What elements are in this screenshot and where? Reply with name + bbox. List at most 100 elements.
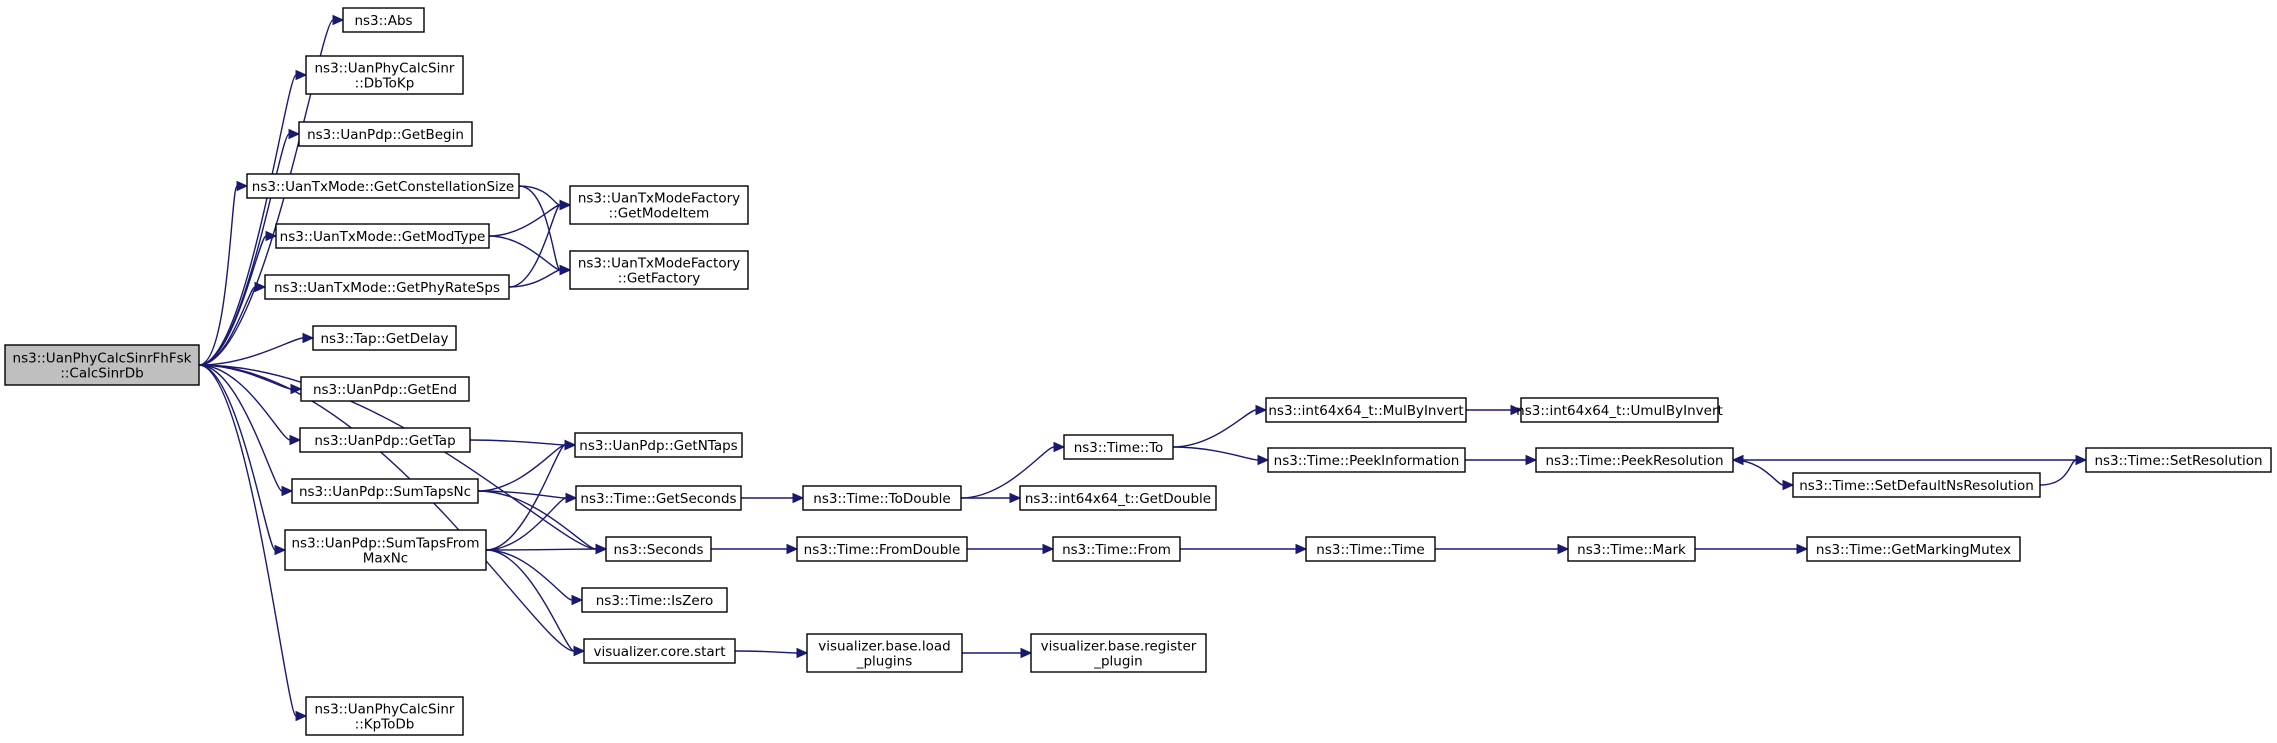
edge-line — [734, 650, 798, 654]
arrowhead — [573, 645, 586, 657]
node-label: ::GetModeItem — [609, 206, 710, 222]
edge-line — [518, 185, 561, 271]
node-box — [284, 529, 487, 571]
function-node[interactable]: visualizer.base.load_plugins — [806, 633, 963, 673]
node-label: ns3::int64x64_t::MulByInvert — [1268, 403, 1463, 419]
function-node[interactable]: ns3::Seconds — [605, 536, 712, 562]
function-node[interactable]: ns3::UanTxModeFactory::GetModeItem — [569, 185, 749, 225]
node-label: ns3::UanPdp::GetNTaps — [579, 438, 737, 454]
function-node[interactable]: ns3::Abs — [342, 7, 425, 33]
edge-line — [198, 364, 276, 551]
node-label: visualizer.core.start — [593, 644, 725, 660]
edge-line — [477, 490, 597, 550]
node-label: ns3::UanTxModeFactory — [578, 256, 740, 272]
function-node[interactable]: ns3::Time::FromDouble — [796, 536, 968, 562]
node-label: ns3::Seconds — [614, 542, 704, 558]
node-label: ns3::UanPdp::SumTapsNc — [299, 484, 471, 500]
node-label: _plugins — [856, 654, 913, 670]
edge-line — [198, 286, 256, 366]
function-node[interactable]: ns3::Time::From — [1052, 536, 1181, 562]
function-node[interactable]: ns3::UanPdp::GetEnd — [300, 376, 470, 402]
arrowhead — [595, 543, 608, 555]
edge-n14-n15 — [485, 492, 578, 551]
function-node[interactable]: ns3::Time::SetDefaultNsResolution — [1792, 472, 2041, 498]
edge-line — [198, 364, 597, 550]
function-node[interactable]: ns3::UanPhyCalcSinr::DbToKp — [305, 55, 464, 95]
node-box — [4, 344, 200, 386]
node-label: _plugin — [1093, 654, 1143, 670]
function-node[interactable]: ns3::Time::IsZero — [581, 587, 728, 613]
arrowhead — [559, 264, 572, 276]
function-node[interactable]: ns3::UanPdp::GetNTaps — [574, 432, 743, 458]
function-node[interactable]: visualizer.core.start — [583, 638, 736, 664]
arrowhead — [792, 492, 805, 504]
edge-line — [488, 204, 561, 237]
edge-n5-n8 — [488, 235, 572, 276]
edge-n25-n26 — [1464, 454, 1538, 466]
node-label: MaxNc — [363, 551, 408, 567]
function-node[interactable]: ns3::Time::ToDouble — [802, 485, 962, 511]
function-node[interactable]: ns3::int64x64_t::MulByInvert — [1265, 397, 1467, 423]
function-node[interactable]: ns3::int64x64_t::UmulByInvert — [1516, 397, 1723, 423]
edge-n0-n19 — [198, 364, 308, 722]
edge-n14-n18 — [485, 549, 586, 657]
node-box — [1267, 447, 1466, 473]
node-label: ns3::Time::Time — [1316, 542, 1424, 558]
arrowhead — [1009, 492, 1022, 504]
node-label: ns3::Time::PeekResolution — [1545, 453, 1723, 469]
function-node[interactable]: ns3::UanPdp::GetTap — [299, 427, 471, 453]
function-node[interactable]: visualizer.base.register_plugin — [1030, 633, 1207, 673]
function-node[interactable]: ns3::Time::GetMarkingMutex — [1806, 536, 2021, 562]
edge-n14-n12 — [485, 439, 577, 551]
edge-n34-n35 — [962, 647, 1033, 659]
edge-n21-n25 — [1172, 446, 1270, 466]
edge-line — [960, 446, 1055, 499]
edge-line — [469, 439, 566, 446]
edge-n20-n21 — [960, 441, 1066, 499]
function-node[interactable]: ns3::Time::Time — [1305, 536, 1436, 562]
edge-n0-n6 — [198, 281, 267, 366]
node-box — [575, 485, 742, 511]
edge-line — [198, 133, 290, 366]
function-node[interactable]: ns3::UanTxMode::GetModType — [275, 223, 490, 249]
node-layer: ns3::UanPhyCalcSinrFhFsk::CalcSinrDbns3:… — [4, 7, 2272, 736]
node-box — [1305, 536, 1436, 562]
function-node[interactable]: ns3::int64x64_t::GetDouble — [1019, 485, 1217, 511]
node-box — [569, 185, 749, 225]
edge-line — [518, 185, 561, 206]
arrowhead — [1042, 543, 1055, 555]
function-node[interactable]: ns3::Time::GetSeconds — [575, 485, 742, 511]
edge-n0-n13 — [198, 364, 294, 497]
function-node[interactable]: ns3::Time::PeekResolution — [1535, 447, 1734, 473]
edge-n0-n18 — [198, 364, 586, 657]
node-label: ::GetFactory — [618, 271, 700, 287]
function-node[interactable]: ns3::Time::To — [1063, 434, 1174, 460]
arrowhead — [236, 180, 249, 192]
node-box — [583, 638, 736, 664]
node-box — [581, 587, 728, 613]
edge-n20-n22 — [961, 492, 1022, 504]
function-node[interactable]: ns3::UanPdp::GetBegin — [298, 121, 473, 147]
function-node[interactable]: ns3::Time::SetResolution — [2085, 447, 2272, 473]
node-label: ns3::UanPdp::GetBegin — [307, 127, 464, 143]
function-node[interactable]: ns3::UanTxModeFactory::GetFactory — [569, 250, 749, 290]
function-node[interactable]: ns3::UanTxMode::GetPhyRateSps — [264, 274, 510, 300]
function-node[interactable]: ns3::UanTxMode::GetConstellationSize — [246, 173, 520, 199]
function-node[interactable]: ns3::Time::Mark — [1567, 536, 1696, 562]
function-node[interactable]: ns3::Time::PeekInformation — [1267, 447, 1466, 473]
arrowhead — [281, 485, 294, 497]
function-node[interactable]: ns3::UanPhyCalcSinr::KpToDb — [305, 696, 464, 736]
edge-n14-n16 — [485, 543, 608, 555]
edge-n18-n34 — [734, 647, 809, 659]
edge-n4-n8 — [518, 185, 572, 276]
node-label: ns3::UanPdp::GetEnd — [313, 382, 457, 398]
function-node[interactable]: ns3::UanPdp::SumTapsNc — [291, 478, 479, 504]
arrowhead — [1255, 404, 1268, 416]
node-label: ns3::Time::GetMarkingMutex — [1816, 542, 2011, 558]
root-function-node[interactable]: ns3::UanPhyCalcSinrFhFsk::CalcSinrDb — [4, 344, 200, 386]
edge-line — [2039, 459, 2077, 486]
arrowhead — [1782, 479, 1795, 491]
function-node[interactable]: ns3::Tap::GetDelay — [312, 325, 457, 351]
